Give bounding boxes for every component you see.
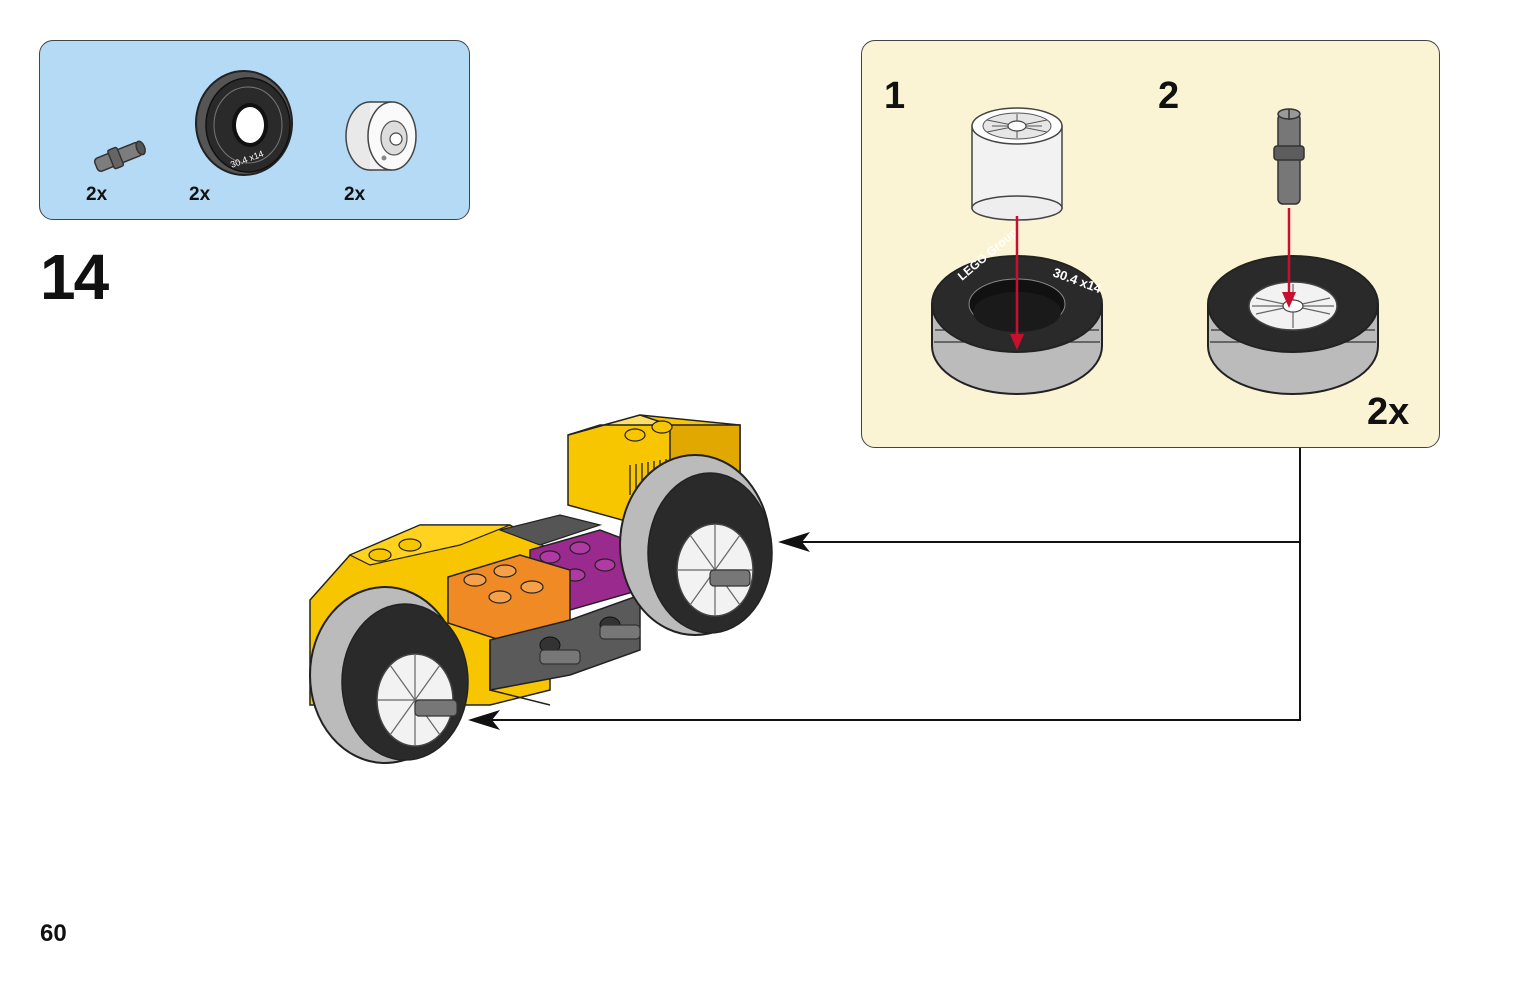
sub-step-2-number: 2	[1158, 75, 1180, 117]
sub-assembly-multiplier: 2x	[1367, 391, 1410, 433]
front-wheel	[309, 586, 469, 764]
step-number: 14	[40, 241, 109, 313]
rim-quantity: 2x	[344, 184, 366, 205]
tire-icon: 30.4 x14	[195, 70, 293, 176]
rear-wheel	[619, 454, 773, 636]
axle-pin-icon	[93, 140, 146, 172]
parts-list-box: 2x 30.4 x14 2x 2x	[39, 40, 470, 220]
page-number: 60	[40, 920, 67, 947]
yellow-car-chassis-icon	[309, 414, 773, 764]
sub-step-1-number: 1	[884, 75, 906, 117]
sub-assembly-box: 1 2 30.4 x14 LEGO Group	[861, 40, 1440, 448]
pin-into-wheel-icon	[1207, 108, 1379, 395]
rim-into-tire-icon: 30.4 x14 LEGO Group	[931, 107, 1104, 395]
wheel-rim-icon	[345, 101, 417, 171]
pin-quantity: 2x	[86, 184, 108, 205]
tire-quantity: 2x	[189, 184, 211, 205]
